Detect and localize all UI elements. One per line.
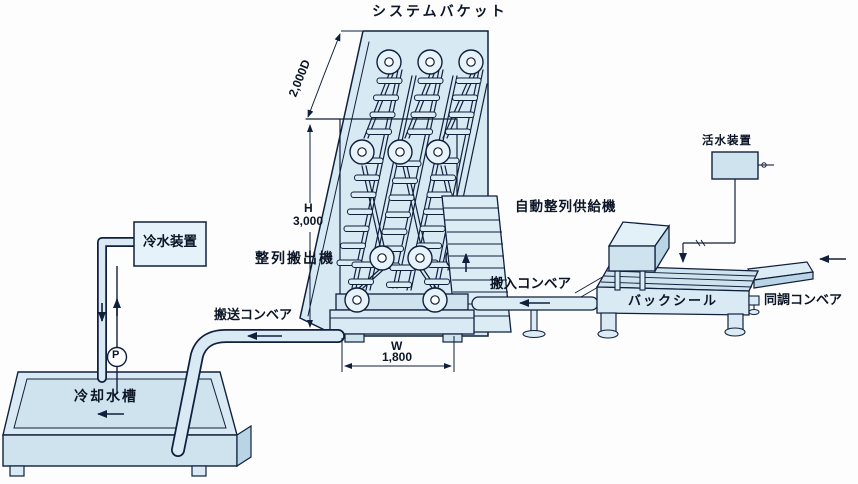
label-chiller: 冷水装置 [143,234,197,249]
label-water-activator: 活水装置 [702,135,752,147]
label-pump: P [112,349,120,361]
pump-symbol [106,346,128,368]
back-seal-machine [595,221,760,339]
label-back-seal: バックシール [627,293,718,308]
label-cooling-tank: 冷却水槽 [74,388,138,404]
feeder-head-box [607,221,671,291]
label-align-unloader: 整列搬出機 [255,250,335,266]
water-activator [679,151,774,263]
chiller-box [133,221,207,267]
chiller-piping [97,221,207,394]
label-auto-align-feeder: 自動整列供給機 [515,199,617,214]
label-sync-conveyor: 同調コンベア [764,292,843,307]
dim-width-label: W [391,339,403,353]
label-system-bucket: システムバケット [372,3,508,19]
dim-height-label: H [304,201,313,215]
side-fitting [748,295,760,306]
sync-conveyor [747,261,814,289]
transport-conveyor-tube [171,329,345,457]
dimension-lines [307,30,455,372]
label-transport-conveyor: 搬送コンベア [214,307,293,322]
label-carry-in-conveyor: 搬入コンベア [490,276,571,291]
dim-height-value: 3,000 [293,214,324,228]
flow-arrows [97,253,846,418]
system-bucket-tower [299,30,489,337]
tower-base [329,287,475,343]
dim-width-value: 1,800 [382,350,413,364]
water-activator-box [711,151,759,180]
